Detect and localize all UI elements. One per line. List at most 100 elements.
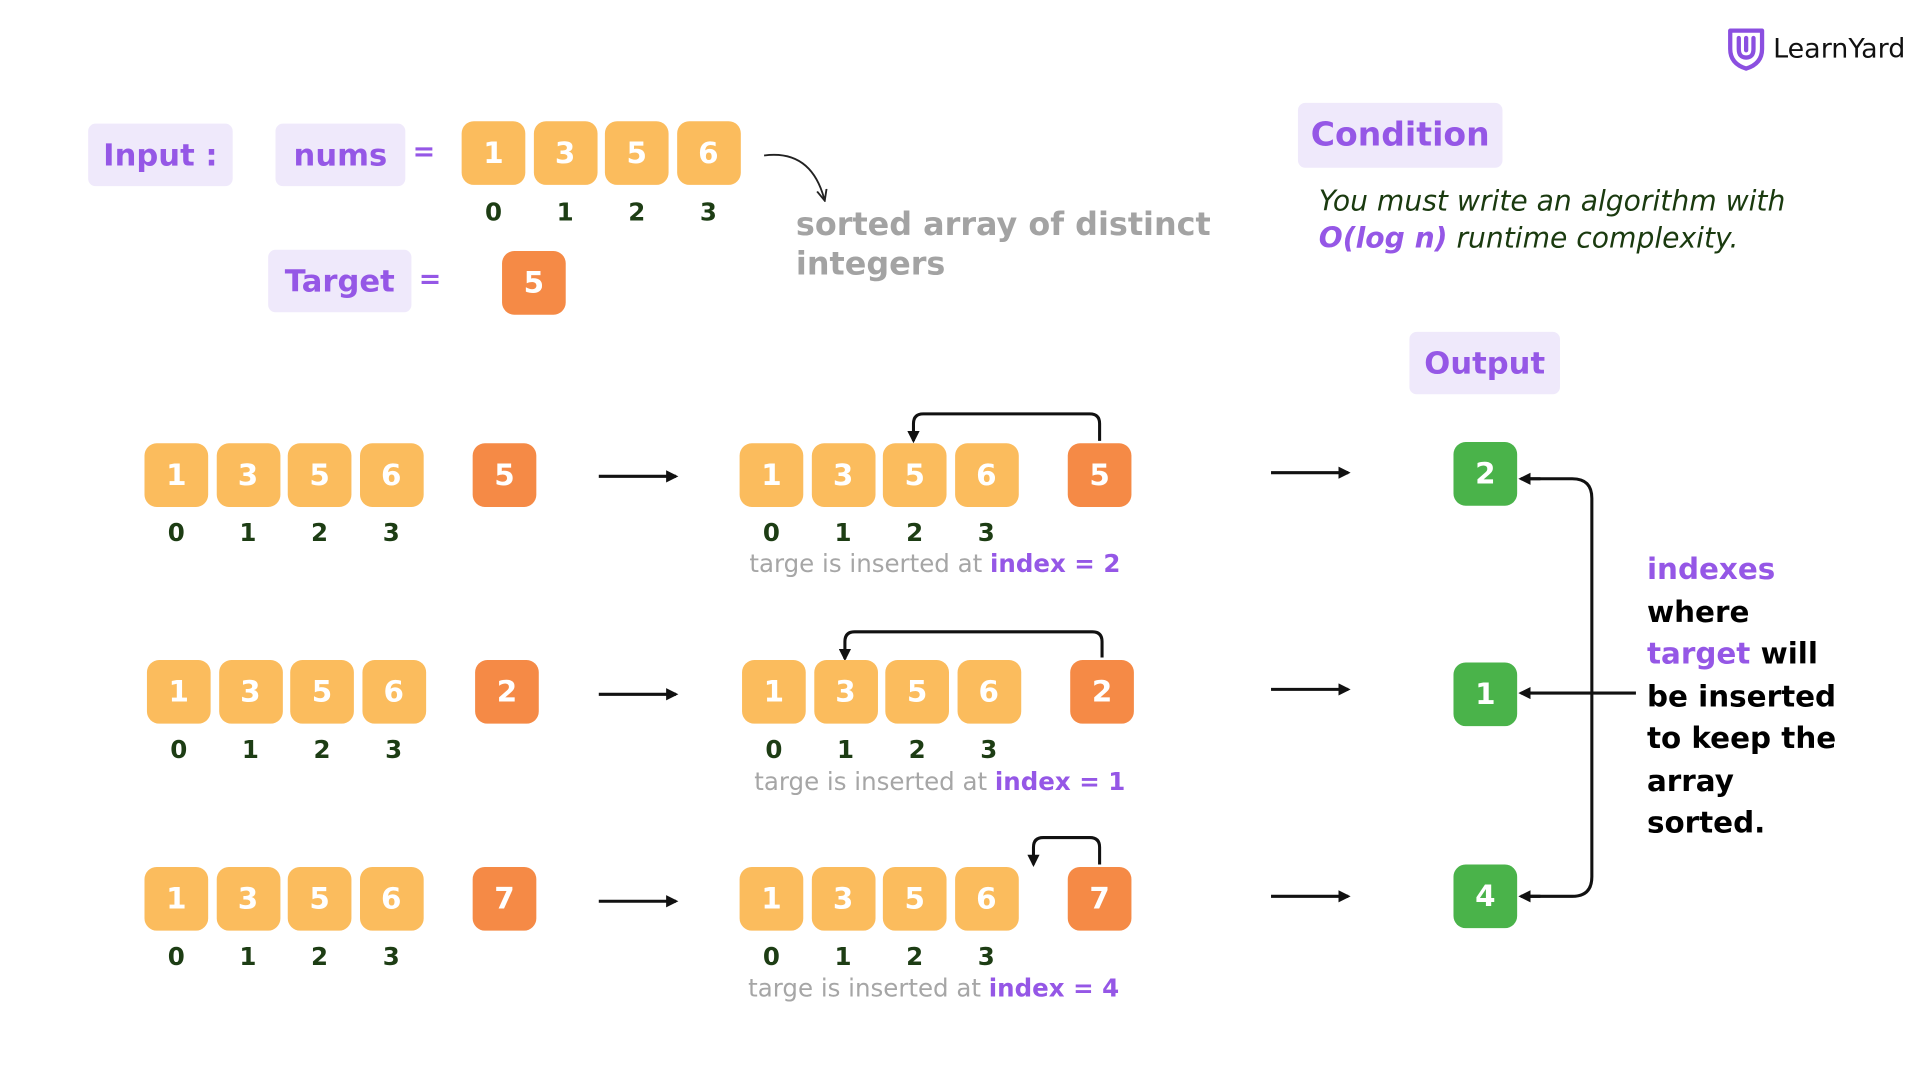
input-label: Input : bbox=[88, 123, 233, 187]
array-cell: 6 bbox=[954, 443, 1019, 507]
input-cell: 5 bbox=[604, 121, 669, 185]
target-label: Target bbox=[268, 249, 412, 313]
output-title: Output bbox=[1409, 331, 1561, 395]
array-index: 0 bbox=[170, 734, 188, 765]
array-cell: 6 bbox=[954, 866, 1019, 931]
caption-index: index = 4 bbox=[988, 973, 1120, 1003]
side-note-line: to keep the bbox=[1646, 721, 1837, 756]
array-index: 2 bbox=[906, 941, 924, 972]
array-cell: 1 bbox=[739, 866, 804, 931]
bracket-line bbox=[1523, 477, 1594, 898]
target-equals: = bbox=[418, 264, 442, 296]
caption-text: targe is inserted at bbox=[749, 548, 991, 578]
condition-text-after: runtime complexity. bbox=[1447, 222, 1739, 255]
array-index: 1 bbox=[241, 734, 259, 765]
array-index: 2 bbox=[311, 517, 329, 548]
input-index: 1 bbox=[556, 197, 574, 227]
input-cell: 1 bbox=[461, 121, 526, 185]
target-cell: 5 bbox=[472, 443, 537, 507]
array-index: 3 bbox=[382, 941, 400, 972]
array-index: 3 bbox=[980, 734, 998, 765]
array-index: 2 bbox=[313, 734, 331, 765]
brand-logo: LearnYard bbox=[1727, 27, 1906, 71]
side-note-line: indexes bbox=[1646, 552, 1776, 587]
side-note-line: array bbox=[1646, 763, 1734, 798]
array-index: 0 bbox=[167, 517, 185, 548]
array-index: 1 bbox=[834, 941, 852, 972]
array-cell: 1 bbox=[146, 660, 211, 724]
target-cell: 5 bbox=[1067, 443, 1132, 507]
target-value: 5 bbox=[502, 251, 566, 315]
nums-label: nums bbox=[275, 123, 406, 187]
insert-caption: targe is inserted at index = 4 bbox=[748, 973, 1119, 1002]
input-index: 3 bbox=[699, 197, 717, 227]
array-index: 3 bbox=[382, 517, 400, 548]
caption-text: targe is inserted at bbox=[748, 973, 989, 1003]
input-index: 2 bbox=[628, 197, 646, 227]
side-note-line: will bbox=[1750, 636, 1818, 672]
array-index: 1 bbox=[836, 734, 855, 765]
output-cell: 2 bbox=[1453, 442, 1518, 506]
array-index: 3 bbox=[385, 734, 403, 765]
condition-text-before: You must write an algorithm with bbox=[1318, 186, 1786, 218]
array-cell: 6 bbox=[361, 660, 426, 724]
array-cell: 1 bbox=[144, 866, 209, 931]
side-note-line: sorted. bbox=[1646, 805, 1766, 841]
output-cell: 1 bbox=[1453, 662, 1518, 727]
target-cell: 7 bbox=[1067, 866, 1132, 931]
condition-text: You must write an algorithm with O(log n… bbox=[1319, 184, 1858, 257]
array-index: 2 bbox=[311, 941, 329, 972]
complexity: O(log n) bbox=[1318, 222, 1448, 255]
shield-icon bbox=[1728, 28, 1765, 71]
caption-index: index = 1 bbox=[994, 766, 1126, 796]
insert-arrow bbox=[1027, 836, 1102, 867]
array-cell: 3 bbox=[218, 660, 283, 724]
array-cell: 1 bbox=[742, 660, 806, 724]
side-note-line: be inserted bbox=[1646, 678, 1837, 714]
array-cell: 3 bbox=[811, 866, 875, 931]
array-cell: 5 bbox=[882, 443, 947, 507]
array-index: 3 bbox=[977, 517, 995, 548]
array-index: 1 bbox=[239, 517, 257, 548]
target-cell: 7 bbox=[472, 866, 537, 931]
array-note: sorted array of distinct integers bbox=[795, 206, 1211, 283]
target-cell: 2 bbox=[1070, 660, 1134, 724]
array-index: 0 bbox=[762, 941, 780, 972]
input-index: 0 bbox=[484, 197, 502, 227]
brand-name: LearnYard bbox=[1773, 33, 1906, 65]
array-index: 0 bbox=[762, 517, 780, 548]
insert-arrow bbox=[907, 412, 1102, 444]
output-cell: 4 bbox=[1453, 864, 1518, 929]
array-cell: 5 bbox=[882, 866, 947, 931]
insert-arrow bbox=[838, 630, 1104, 662]
input-cell: 6 bbox=[676, 121, 741, 185]
array-cell: 5 bbox=[287, 443, 352, 507]
array-cell: 6 bbox=[359, 443, 424, 507]
side-note: indexes where target will be inserted to… bbox=[1647, 549, 1867, 845]
condition-title: Condition bbox=[1297, 102, 1503, 168]
array-index: 3 bbox=[977, 941, 995, 972]
array-index: 2 bbox=[906, 517, 924, 548]
array-index: 0 bbox=[167, 941, 185, 972]
array-cell: 3 bbox=[811, 443, 875, 507]
equals-sign: = bbox=[412, 137, 436, 168]
caption-text: targe is inserted at bbox=[754, 766, 995, 796]
array-index: 1 bbox=[834, 517, 852, 548]
array-index: 2 bbox=[908, 734, 926, 765]
array-cell: 6 bbox=[359, 866, 424, 931]
array-cell: 3 bbox=[216, 866, 280, 931]
array-cell: 6 bbox=[956, 660, 1021, 724]
target-cell: 2 bbox=[475, 660, 539, 724]
array-index: 1 bbox=[239, 941, 257, 972]
note-arrow bbox=[763, 153, 824, 199]
array-cell: 5 bbox=[885, 660, 949, 724]
array-cell: 5 bbox=[287, 866, 352, 931]
side-note-target: target bbox=[1646, 636, 1751, 672]
array-cell: 3 bbox=[216, 443, 280, 507]
array-cell: 1 bbox=[739, 443, 804, 507]
array-cell: 1 bbox=[144, 443, 209, 507]
insert-caption: targe is inserted at index = 1 bbox=[754, 767, 1125, 796]
array-cell: 3 bbox=[813, 660, 878, 724]
